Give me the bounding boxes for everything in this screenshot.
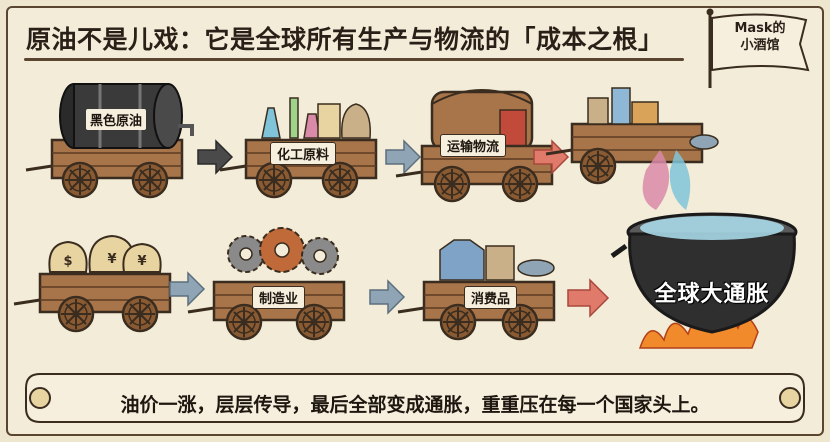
title-underline (24, 58, 684, 61)
cart-label-crude-oil: 黑色原油 (86, 109, 147, 130)
flow-arrow-2 (385, 139, 422, 175)
fish-icon (689, 134, 719, 150)
cart-label-chemicals: 化工原料 (270, 142, 337, 165)
consumer-cart (396, 239, 556, 341)
goods-cart (544, 87, 719, 210)
flow-arrow-3 (533, 139, 570, 175)
cart-label-manufacturing: 制造业 (252, 286, 306, 309)
flag-label: Mask的 小酒馆 (718, 20, 802, 54)
cart-label-consumer-goods: 消费品 (464, 286, 518, 309)
banner-text: 油价一涨，层层传导，最后全部变成通胀，重重压在每一个国家头上。 (120, 394, 710, 416)
flag-line-2: 小酒馆 (740, 38, 780, 53)
flow-arrow-5 (369, 279, 406, 315)
flow-arrow-4 (169, 271, 206, 307)
inflation-pot (626, 212, 798, 349)
flask-icon (261, 97, 371, 139)
pot-label: 全球大通胀 (654, 282, 770, 307)
bottom-banner (25, 373, 805, 423)
manufacturing-cart (186, 227, 346, 341)
pot-handle (610, 243, 628, 259)
money-bag-symbol-3: ¥ (137, 254, 146, 269)
money-bag-symbol-2: ¥ (107, 252, 116, 267)
page-title: 原油不是儿戏：它是全球所有生产与物流的「成本之根」 (26, 25, 664, 54)
gear-icon (227, 227, 339, 275)
oil-barrel-icon (59, 83, 194, 149)
money-bag-symbol-1: $ (63, 254, 72, 269)
goods-cart-icon (587, 87, 691, 210)
money-bag-icon (48, 234, 162, 273)
oil-cart (24, 83, 194, 199)
flag-line-1: Mask的 (734, 21, 786, 36)
flow-arrow-1 (197, 139, 234, 175)
flag-sign (706, 8, 810, 88)
flow-arrow-6 (567, 278, 610, 318)
cart-label-logistics: 运输物流 (440, 134, 507, 157)
shopping-icon (439, 239, 555, 281)
chemical-cart (218, 97, 378, 199)
money-cart: $ ¥ ¥ (12, 234, 172, 333)
